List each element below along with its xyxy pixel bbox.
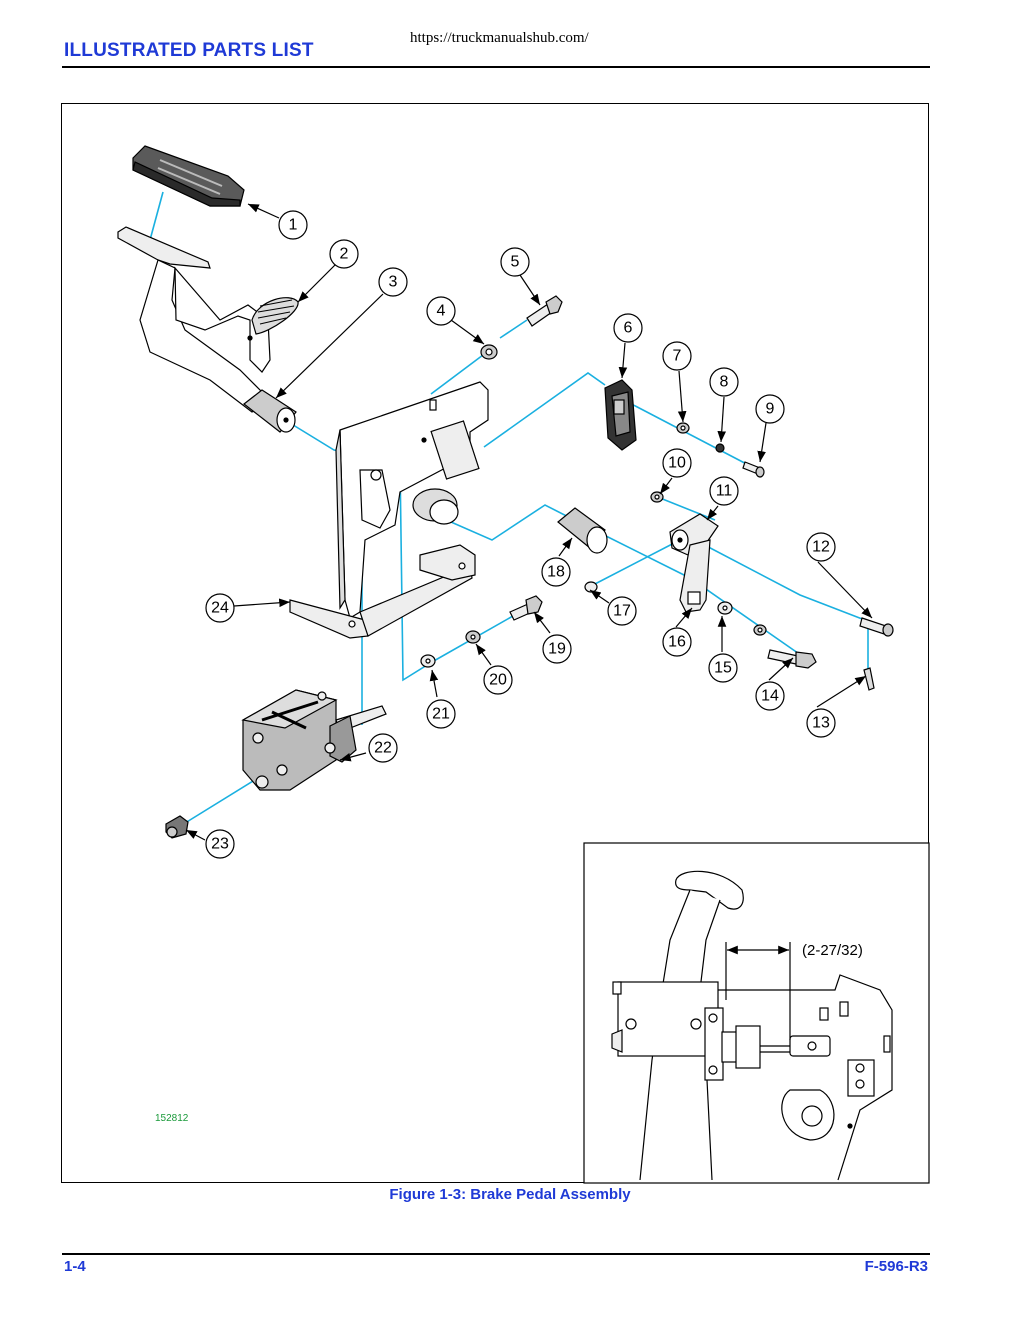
callout-4	[426, 296, 456, 326]
callout-10	[662, 448, 692, 478]
callout-22	[368, 733, 398, 763]
washer-part-20	[465, 630, 481, 644]
page-header-title: ILLUSTRATED PARTS LIST	[64, 40, 314, 61]
callout-17	[607, 596, 637, 626]
svg-text:7: 7	[673, 348, 682, 365]
pedal-bracket	[289, 381, 489, 639]
callout-9	[755, 394, 785, 424]
svg-text:11: 11	[716, 483, 733, 500]
callout-15	[708, 653, 738, 683]
svg-text:9: 9	[766, 401, 775, 418]
link-part-16	[679, 539, 711, 613]
callout-2	[329, 239, 359, 269]
svg-text:15: 15	[714, 660, 732, 677]
svg-text:18: 18	[547, 564, 565, 581]
clevis-pin-part-12	[859, 617, 894, 637]
washer-part-7	[676, 422, 690, 434]
washer-part-10	[650, 491, 664, 503]
washer-part-21	[420, 654, 436, 668]
brake-switch	[604, 379, 637, 451]
svg-text:16: 16	[668, 634, 686, 651]
svg-text:1: 1	[289, 217, 298, 234]
master-cylinder	[241, 689, 387, 791]
svg-text:4: 4	[437, 303, 446, 320]
callout-19	[542, 634, 572, 664]
document-id: F-596-R3	[864, 1258, 928, 1275]
svg-text:6: 6	[624, 320, 633, 337]
callout-13	[806, 708, 836, 738]
page-number: 1-4	[64, 1258, 86, 1275]
screw-part-9	[742, 461, 765, 478]
washer-part-15	[717, 601, 767, 636]
callout-1	[278, 210, 308, 240]
callout-3	[378, 267, 408, 297]
pedal-arm	[117, 226, 271, 413]
svg-text:3: 3	[389, 274, 398, 291]
callout-5	[500, 247, 530, 277]
callout-18	[541, 557, 571, 587]
lever-part-11	[669, 513, 719, 556]
callout-21	[426, 699, 456, 729]
callout-11	[709, 476, 739, 506]
drawing-number: 152812	[155, 1113, 189, 1124]
callout-leaders	[185, 203, 873, 841]
svg-text:10: 10	[668, 455, 686, 472]
callout-7	[662, 341, 692, 371]
svg-text:23: 23	[211, 836, 229, 853]
callout-20	[483, 665, 513, 695]
svg-text:13: 13	[812, 715, 830, 732]
svg-text:5: 5	[511, 254, 520, 271]
callout-14	[755, 681, 785, 711]
svg-text:12: 12	[812, 539, 830, 556]
header-rule	[62, 66, 930, 68]
callout-23	[205, 829, 235, 859]
callout-24	[205, 593, 235, 623]
figure-frame	[61, 103, 929, 1183]
source-url[interactable]: https://truckmanualshub.com/	[410, 30, 589, 46]
callout-6	[613, 313, 643, 343]
return-spring	[251, 297, 299, 335]
svg-text:17: 17	[613, 603, 631, 620]
cotter-pin-part-13	[863, 667, 875, 691]
footer-rule	[62, 1253, 930, 1255]
inset-detail: (2-27/32)	[583, 842, 930, 1184]
elbow-fitting	[165, 815, 189, 839]
svg-text:19: 19	[548, 641, 566, 658]
callout-16	[662, 627, 692, 657]
bolt-part-5	[526, 295, 563, 327]
svg-text:20: 20	[489, 672, 507, 689]
bolt-part-19	[509, 595, 543, 621]
svg-text:2: 2	[340, 246, 349, 263]
svg-text:21: 21	[432, 706, 450, 723]
nut-part-4	[480, 344, 498, 360]
brake-pedal-pad	[132, 145, 245, 207]
svg-text:22: 22	[374, 740, 392, 757]
pivot-bushing	[243, 389, 297, 433]
callout-12	[806, 532, 836, 562]
svg-text:14: 14	[761, 688, 779, 705]
callout-circles	[205, 210, 836, 859]
nut-part-8	[715, 443, 725, 453]
callout-numbers: 1 2 3 4 5 6 7 8 9 10 11 12 13 14 15 16 1…	[211, 217, 830, 853]
callout-8	[709, 367, 739, 397]
svg-text:24: 24	[211, 600, 229, 617]
figure-caption: Figure 1-3: Brake Pedal Assembly	[389, 1186, 631, 1203]
svg-text:8: 8	[720, 374, 729, 391]
dimension-label: (2-27/32)	[802, 942, 863, 959]
sleeve-part-18	[557, 507, 608, 554]
